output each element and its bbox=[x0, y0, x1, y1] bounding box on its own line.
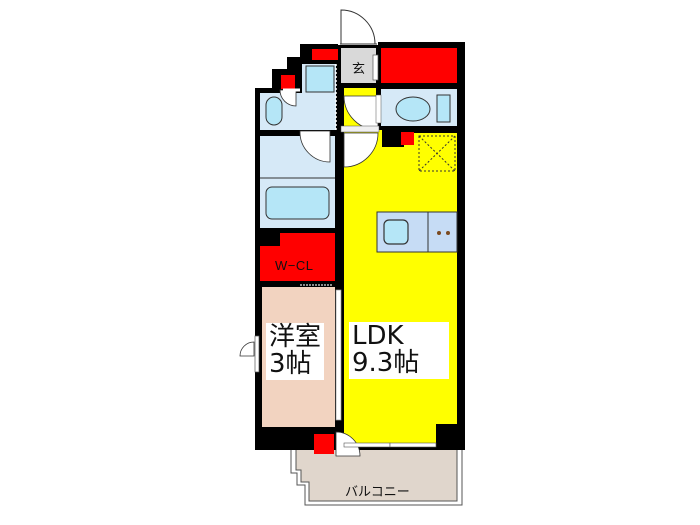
entrance-label: 玄 bbox=[352, 62, 366, 77]
western-room-size: 3帖 bbox=[269, 349, 312, 380]
washbasin-fixture bbox=[305, 65, 335, 93]
storage-step-2 bbox=[281, 75, 295, 89]
toilet-bowl bbox=[395, 96, 431, 122]
pipe-space bbox=[418, 135, 456, 172]
walk-in-closet bbox=[260, 233, 335, 281]
western-room-name: 洋室 bbox=[269, 322, 322, 352]
storage-top-right bbox=[381, 48, 457, 83]
kitchen-sink bbox=[383, 219, 409, 245]
bathtub bbox=[265, 186, 330, 220]
western-room-label: 洋室 3帖 bbox=[266, 322, 325, 380]
balcony bbox=[290, 443, 463, 506]
ldk-size: 9.3帖 bbox=[352, 348, 420, 379]
toilet-tank bbox=[436, 94, 451, 123]
stove-burner bbox=[446, 231, 450, 235]
entrance-door bbox=[338, 9, 378, 45]
kitchen-counter bbox=[376, 211, 458, 253]
entrance-floor bbox=[341, 48, 376, 83]
wcl-label: W−CL bbox=[275, 258, 314, 273]
storage-bottom bbox=[314, 434, 334, 454]
sink-basin bbox=[265, 96, 283, 126]
stove-burner bbox=[437, 231, 441, 235]
ldk-name: LDK bbox=[352, 321, 404, 351]
storage-pillar bbox=[401, 132, 414, 145]
storage-step-1 bbox=[312, 49, 338, 60]
balcony-label: バルコニー bbox=[345, 485, 410, 500]
ldk-label: LDK 9.3帖 bbox=[349, 322, 449, 379]
